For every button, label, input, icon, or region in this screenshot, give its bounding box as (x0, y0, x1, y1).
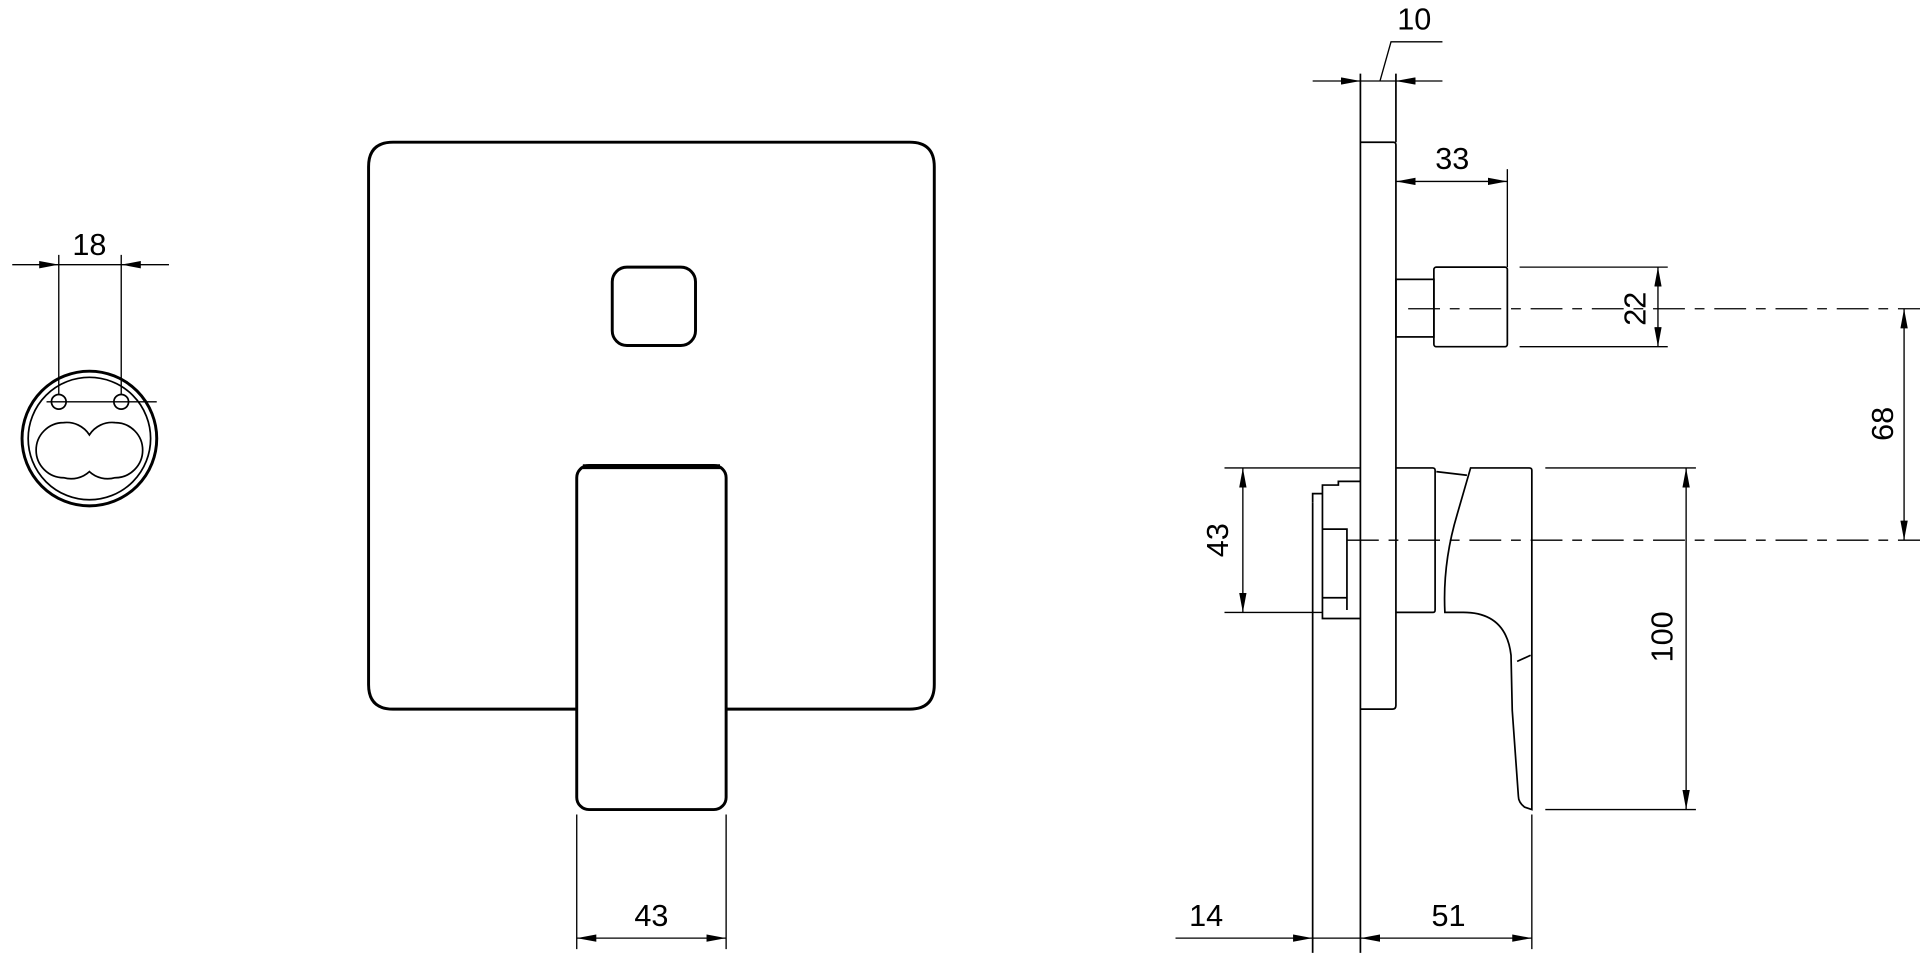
lever-handle-side (1443, 467, 1533, 811)
dim-43-handle: 43 (634, 899, 668, 933)
cover-plate (367, 140, 936, 711)
dim-14: 14 (1189, 899, 1223, 933)
diverter-button (610, 265, 697, 347)
valve-body-rear (1311, 480, 1361, 620)
wall-plate (1360, 141, 1397, 711)
cartridge-inner-ring (27, 376, 152, 501)
side-view: 10 33 22 68 43 100 14 51 (1175, 3, 1920, 953)
cartridge-port (35, 421, 144, 480)
lever-handle (575, 464, 728, 812)
dim-18: 18 (72, 228, 106, 262)
dim-68: 68 (1866, 407, 1900, 441)
front-view: 43 (367, 140, 936, 950)
cartridge-outer-ring (20, 369, 159, 508)
dim-22: 22 (1619, 292, 1653, 326)
dim-100: 100 (1646, 611, 1680, 662)
outlet-spout (1433, 266, 1509, 348)
cartridge-top-view: 18 (12, 228, 169, 508)
dim-51: 51 (1432, 899, 1466, 933)
dim-43-body: 43 (1201, 523, 1235, 557)
dim-33: 33 (1435, 142, 1469, 176)
dim-10: 10 (1397, 3, 1431, 37)
